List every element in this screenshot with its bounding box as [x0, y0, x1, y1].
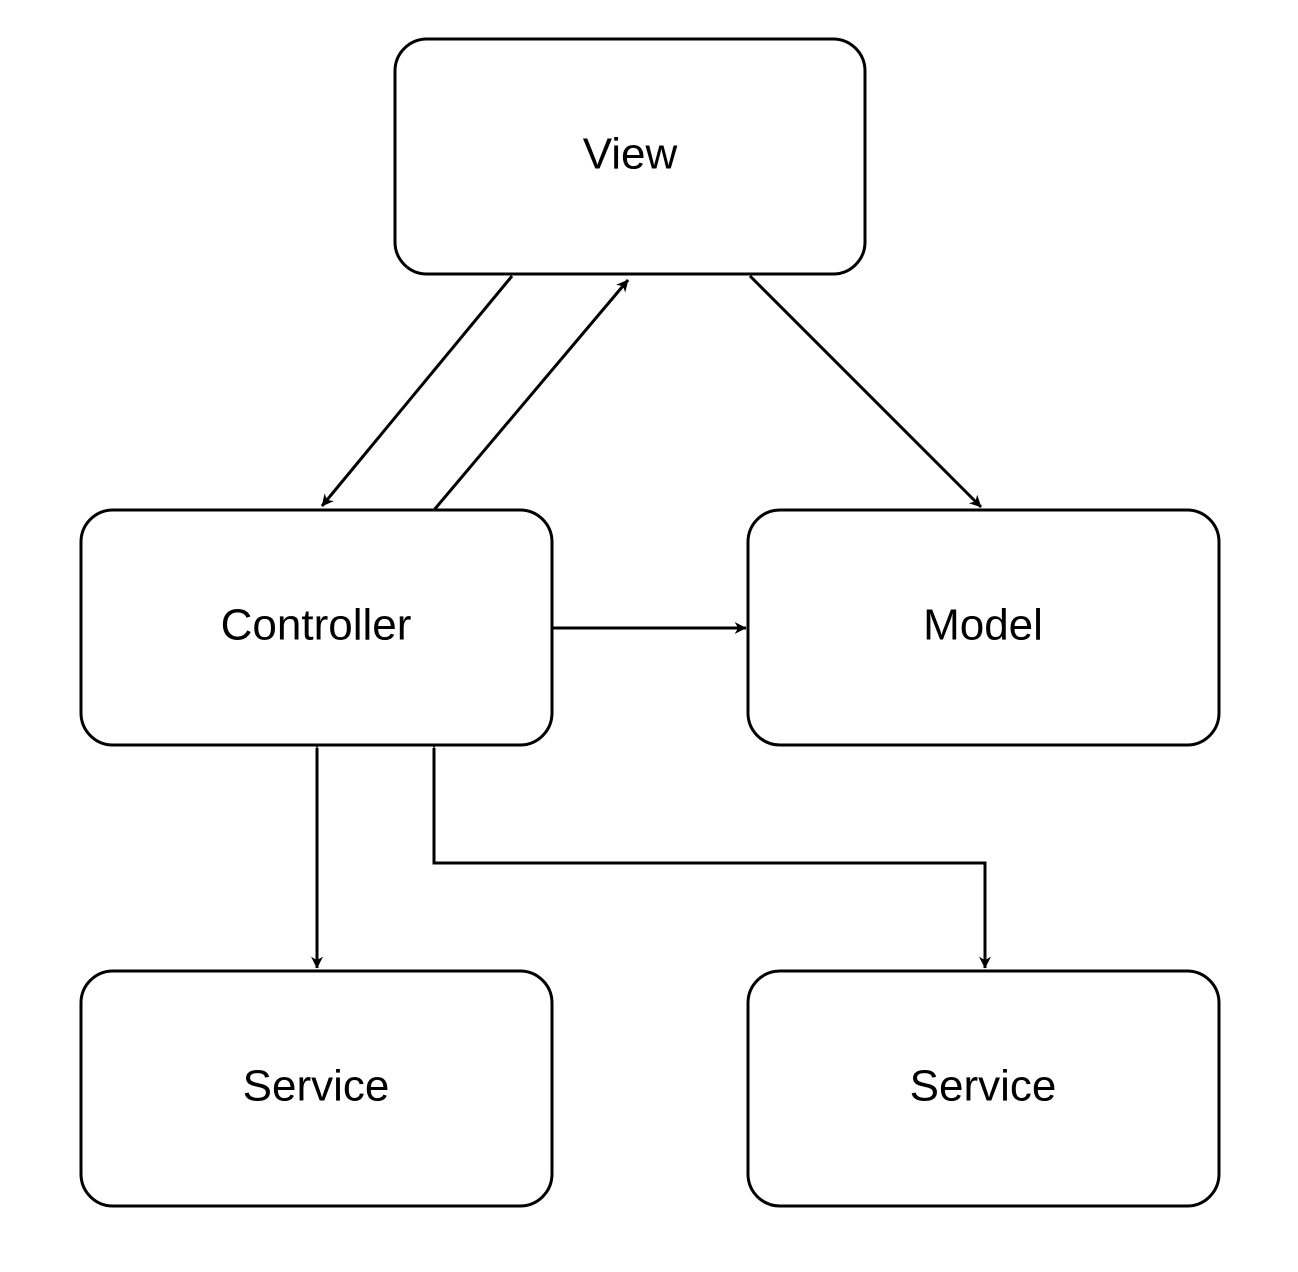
node-view[interactable]: View	[393, 37, 867, 276]
node-model[interactable]: Model	[746, 508, 1221, 747]
node-controller-label: Controller	[221, 601, 412, 650]
node-model-label: Model	[923, 601, 1043, 650]
edge-controller-to-view[interactable]	[432, 279, 630, 511]
node-service-left-label: Service	[243, 1062, 390, 1111]
node-controller[interactable]: Controller	[79, 508, 554, 747]
edge-view-to-model[interactable]	[748, 274, 983, 509]
edge-view-to-controller[interactable]	[320, 275, 514, 507]
node-service-right-label: Service	[910, 1062, 1057, 1111]
node-service-left[interactable]: Service	[79, 969, 554, 1208]
edge-controller-service-right[interactable]	[428, 736, 991, 969]
node-service-right[interactable]: Service	[746, 969, 1221, 1208]
node-view-label: View	[583, 130, 678, 179]
